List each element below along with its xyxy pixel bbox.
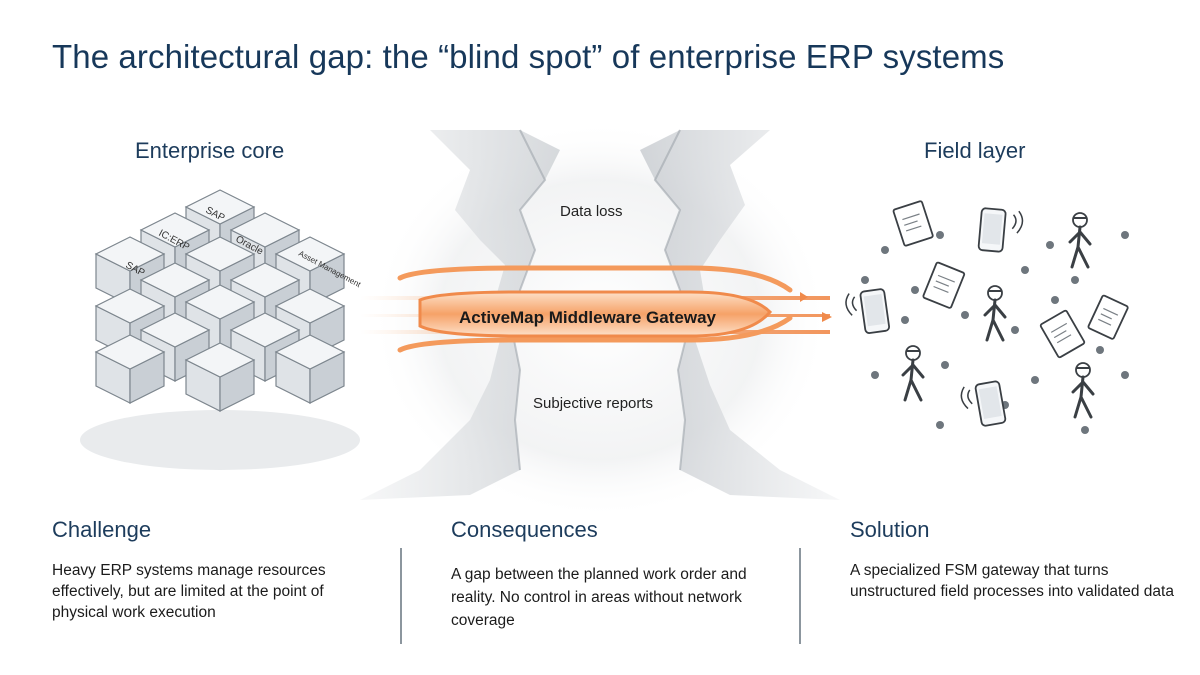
field-dot <box>881 246 889 254</box>
document-icon <box>892 200 934 247</box>
section-divider <box>400 548 402 644</box>
data-loss-label: Data loss <box>560 203 623 220</box>
field-dot <box>1021 266 1029 274</box>
cube-group <box>94 189 346 412</box>
cube-shadow <box>80 410 360 470</box>
solution-title: Solution <box>850 517 930 542</box>
solution-text: A specialized FSM gateway that turns uns… <box>850 562 1174 600</box>
field-dot <box>1121 371 1129 379</box>
consequences-title: Consequences <box>451 517 598 542</box>
field-dot <box>901 316 909 324</box>
field-worker-icon <box>1071 362 1095 419</box>
field-dot <box>1011 326 1019 334</box>
field-dot <box>871 371 879 379</box>
field-dot <box>1051 296 1059 304</box>
challenge-title: Challenge <box>52 517 152 542</box>
document-icon <box>1039 309 1086 359</box>
field-worker-icon <box>1068 212 1092 269</box>
consequences-text: A gap between the planned work order and… <box>451 566 747 629</box>
field-dot <box>961 311 969 319</box>
field-dot <box>861 276 869 284</box>
field-layer-heading: Field layer <box>924 138 1026 163</box>
field-worker-icon <box>901 345 925 402</box>
phone-icon <box>977 207 1024 253</box>
phone-icon <box>845 288 890 334</box>
section-divider <box>799 548 801 644</box>
field-dot <box>941 361 949 369</box>
page-title: The architectural gap: the “blind spot” … <box>52 38 1005 75</box>
field-dot <box>936 231 944 239</box>
document-icon <box>922 261 966 309</box>
server-cube <box>274 334 346 404</box>
server-cube <box>184 342 256 412</box>
field-layer-scatter <box>845 200 1129 434</box>
enterprise-cube-cluster: SAP IC:ERP SAP Oracle Asset Management <box>80 189 363 470</box>
field-dot <box>1046 241 1054 249</box>
field-dots <box>861 231 1129 434</box>
field-dot <box>1081 426 1089 434</box>
field-dot <box>1121 231 1129 239</box>
phone-icon <box>960 380 1007 427</box>
field-dot <box>1031 376 1039 384</box>
gateway-label: ActiveMap Middleware Gateway <box>459 308 716 327</box>
enterprise-core-heading: Enterprise core <box>135 138 285 163</box>
challenge-text: Heavy ERP systems manage resources effec… <box>52 562 326 621</box>
field-dot <box>1096 346 1104 354</box>
field-worker-icon <box>983 285 1007 342</box>
server-cube <box>94 334 166 404</box>
canyon-illustration <box>360 120 840 520</box>
subjective-reports-label: Subjective reports <box>533 395 654 412</box>
field-dot <box>936 421 944 429</box>
document-icon <box>1087 294 1129 340</box>
field-dot <box>1071 276 1079 284</box>
field-dot <box>911 286 919 294</box>
